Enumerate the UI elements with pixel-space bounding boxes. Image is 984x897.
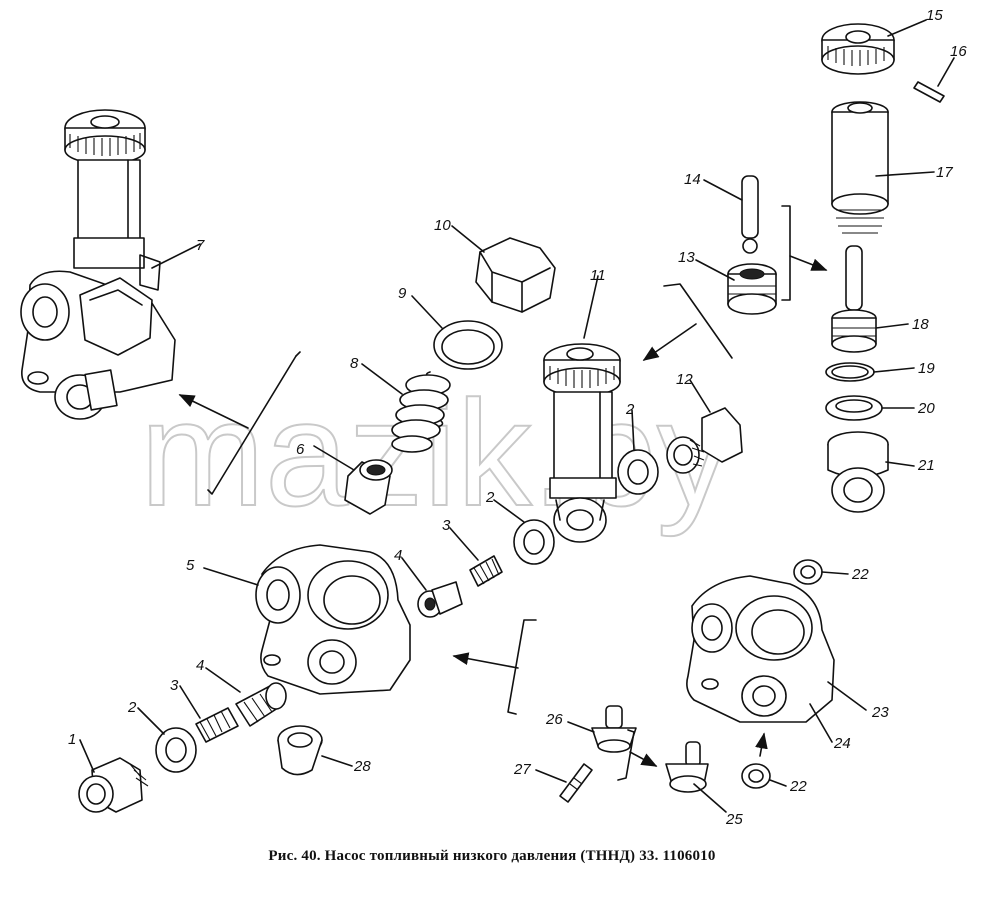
callout-7: 7 xyxy=(196,237,205,254)
callout-labels: 1 2 3 4 5 6 7 8 9 10 11 12 2 2 3 4 13 14… xyxy=(68,7,967,828)
leader-lines xyxy=(79,19,955,813)
callout-2: 2 xyxy=(127,699,137,716)
callout-5: 5 xyxy=(186,557,195,574)
washer-2-left xyxy=(155,727,197,773)
spring-3-upper xyxy=(469,555,503,587)
callout-22a: 22 xyxy=(851,566,869,583)
bushing-22-lower xyxy=(741,763,771,789)
callout-2b: 2 xyxy=(625,401,635,418)
valve-26 xyxy=(591,705,637,753)
assembled-pump-7 xyxy=(20,109,176,420)
spring-3-lower xyxy=(195,707,239,743)
body-21 xyxy=(827,431,889,513)
callout-22b: 22 xyxy=(789,778,807,795)
spring-8 xyxy=(391,371,451,453)
figure-caption: Рис. 40. Насос топливный низкого давлени… xyxy=(268,848,716,864)
valve-4-upper xyxy=(417,581,463,618)
valve-13 xyxy=(727,263,777,315)
callout-16: 16 xyxy=(950,43,967,60)
ring-20 xyxy=(825,395,883,421)
callout-12: 12 xyxy=(676,371,693,388)
assembly-indicators xyxy=(178,205,828,781)
piston-18 xyxy=(831,245,877,353)
callout-24: 24 xyxy=(833,735,851,752)
callout-25: 25 xyxy=(725,811,743,828)
sleeve-6 xyxy=(344,459,393,515)
cylinder-17 xyxy=(831,101,889,234)
callout-4b: 4 xyxy=(394,547,402,564)
pin-16 xyxy=(913,81,945,103)
callout-4: 4 xyxy=(196,657,204,674)
callout-10: 10 xyxy=(434,217,451,234)
housing-23-24 xyxy=(686,575,835,723)
plunger-14 xyxy=(741,175,759,254)
cap-28 xyxy=(277,725,323,776)
callout-18: 18 xyxy=(912,316,929,333)
callout-3: 3 xyxy=(170,677,179,694)
callout-14: 14 xyxy=(684,171,701,188)
banjo-fitting-12 xyxy=(666,407,743,474)
callout-20: 20 xyxy=(917,400,935,417)
pump-cylinder-11 xyxy=(543,343,621,543)
callout-3b: 3 xyxy=(442,517,451,534)
housing-5 xyxy=(255,544,411,695)
callout-11: 11 xyxy=(590,267,606,284)
callout-8: 8 xyxy=(350,355,359,372)
callout-26: 26 xyxy=(545,711,563,728)
callout-19: 19 xyxy=(918,360,935,377)
callout-23: 23 xyxy=(871,704,889,721)
callout-15: 15 xyxy=(926,7,943,24)
callout-9: 9 xyxy=(398,285,407,302)
pin-27 xyxy=(559,763,593,803)
callout-27: 27 xyxy=(513,761,531,778)
valve-4-lower xyxy=(235,682,287,727)
knob-15 xyxy=(821,23,895,75)
callout-2c: 2 xyxy=(485,489,495,506)
washer-2-mid xyxy=(513,519,555,565)
callout-17: 17 xyxy=(936,164,953,181)
hex-cap-10 xyxy=(475,237,556,313)
fitting-1 xyxy=(78,757,149,813)
bushing-22-upper xyxy=(793,559,823,585)
valve-25 xyxy=(665,741,709,793)
ring-19 xyxy=(825,362,875,382)
callout-21: 21 xyxy=(917,457,935,474)
ring-9 xyxy=(433,320,503,370)
callout-1: 1 xyxy=(68,731,76,748)
callout-6: 6 xyxy=(296,441,305,458)
callout-13: 13 xyxy=(678,249,695,266)
washer-2-right xyxy=(617,449,659,495)
callout-28: 28 xyxy=(353,758,371,775)
